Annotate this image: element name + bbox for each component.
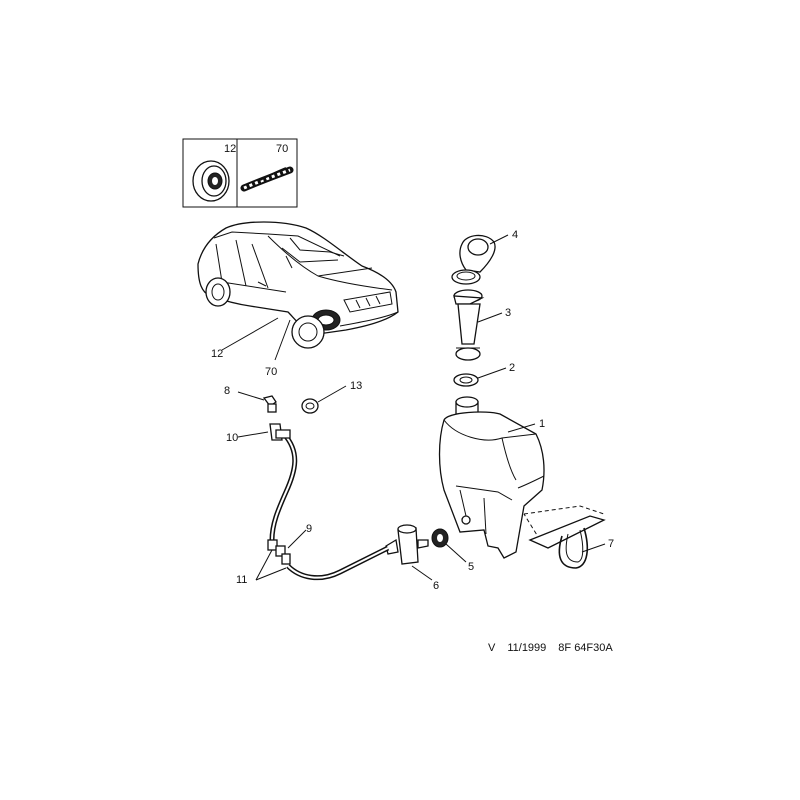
bracket-icon bbox=[523, 505, 606, 569]
callout-8: 8 bbox=[224, 385, 230, 397]
pump-icon bbox=[385, 524, 429, 565]
nozzle-connector-icon bbox=[262, 395, 319, 441]
seal-ring-icon bbox=[453, 373, 479, 387]
inset-number-right: 70 bbox=[276, 143, 288, 155]
callout-4: 4 bbox=[512, 229, 518, 241]
callout-9: 9 bbox=[306, 523, 312, 535]
reference-version: V bbox=[488, 642, 496, 654]
callout-5: 5 bbox=[468, 561, 474, 573]
callout-7: 7 bbox=[608, 538, 614, 550]
callout-13: 13 bbox=[350, 380, 362, 392]
callout-3: 3 bbox=[505, 307, 511, 319]
grommet-icon bbox=[192, 160, 230, 202]
filler-cap-icon bbox=[451, 234, 496, 285]
callout-1: 1 bbox=[539, 418, 545, 430]
leader-lines bbox=[221, 234, 606, 581]
callout-6: 6 bbox=[433, 580, 439, 592]
reference-date: 11/1999 bbox=[507, 642, 547, 654]
callout-12: 12 bbox=[211, 348, 223, 360]
filler-neck-icon bbox=[453, 289, 485, 361]
reference-footer: V 11/1999 8F 64F30A bbox=[488, 642, 625, 654]
pump-grommet-icon bbox=[431, 528, 449, 548]
callout-10: 10 bbox=[226, 432, 238, 444]
hose-icon bbox=[267, 432, 390, 581]
reservoir-tank-icon bbox=[438, 396, 545, 559]
callout-11: 11 bbox=[236, 574, 247, 586]
callout-labels: 4 3 2 1 5 6 7 8 9 10 11 12 13 70 bbox=[211, 229, 614, 592]
inset-number-left: 12 bbox=[224, 143, 236, 155]
callout-2: 2 bbox=[509, 362, 515, 374]
seal-strip-icon bbox=[240, 166, 294, 192]
callout-70: 70 bbox=[265, 366, 277, 378]
car-icon bbox=[197, 221, 399, 349]
reference-code: 8F 64F30A bbox=[558, 642, 613, 654]
inset-box: 12 70 bbox=[182, 138, 298, 208]
